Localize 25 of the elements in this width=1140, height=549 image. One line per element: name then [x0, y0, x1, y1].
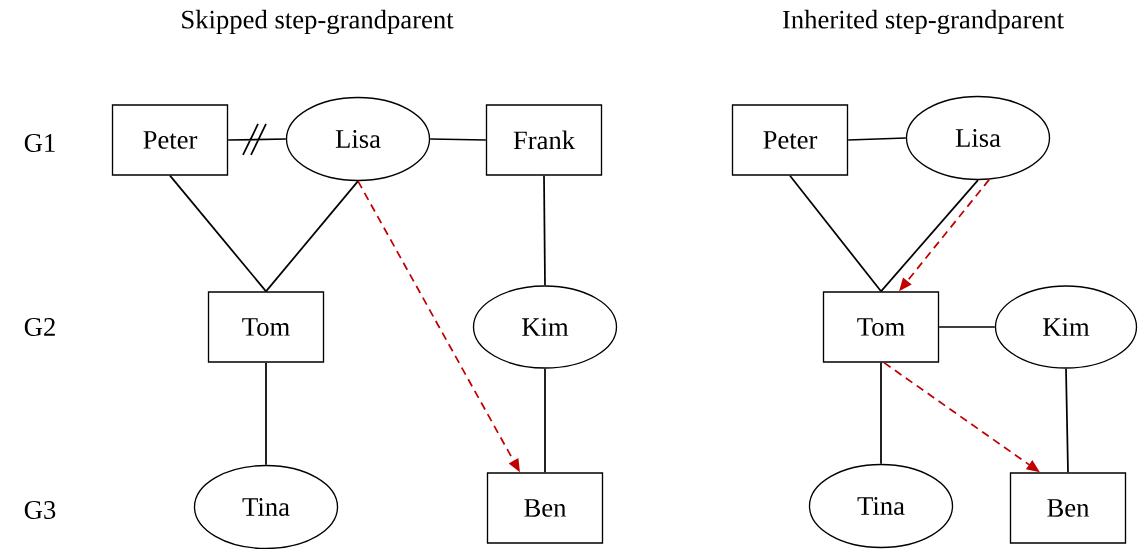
connector-line: [789, 174, 882, 293]
connector-line: [880, 179, 979, 293]
connector-line: [227, 123, 287, 156]
connector-line: [544, 367, 546, 474]
connector-line: [1065, 367, 1069, 474]
person-box: Frank: [485, 104, 603, 176]
connector-line: [265, 361, 267, 466]
generation-label: G3: [24, 501, 56, 519]
person-box: Tom: [822, 291, 940, 363]
connector-line: [938, 326, 996, 328]
connector-line: [880, 361, 882, 465]
generation-label: G2: [24, 318, 55, 336]
person-box: Peter: [731, 104, 849, 176]
panel-title: Inherited step-grandparent: [782, 9, 1064, 35]
panel-title: Skipped step-grandparent: [182, 9, 454, 35]
connector-line: [847, 137, 907, 141]
person-box: Tom: [207, 291, 325, 363]
connector-line: [265, 180, 359, 293]
person-box: Ben: [486, 472, 604, 544]
connector-line: [543, 174, 546, 287]
person-box: Ben: [1009, 472, 1127, 544]
person-box: Peter: [111, 104, 229, 176]
generation-label: G1: [24, 134, 55, 152]
connector-line: [169, 174, 267, 293]
connector-line: [429, 138, 487, 141]
